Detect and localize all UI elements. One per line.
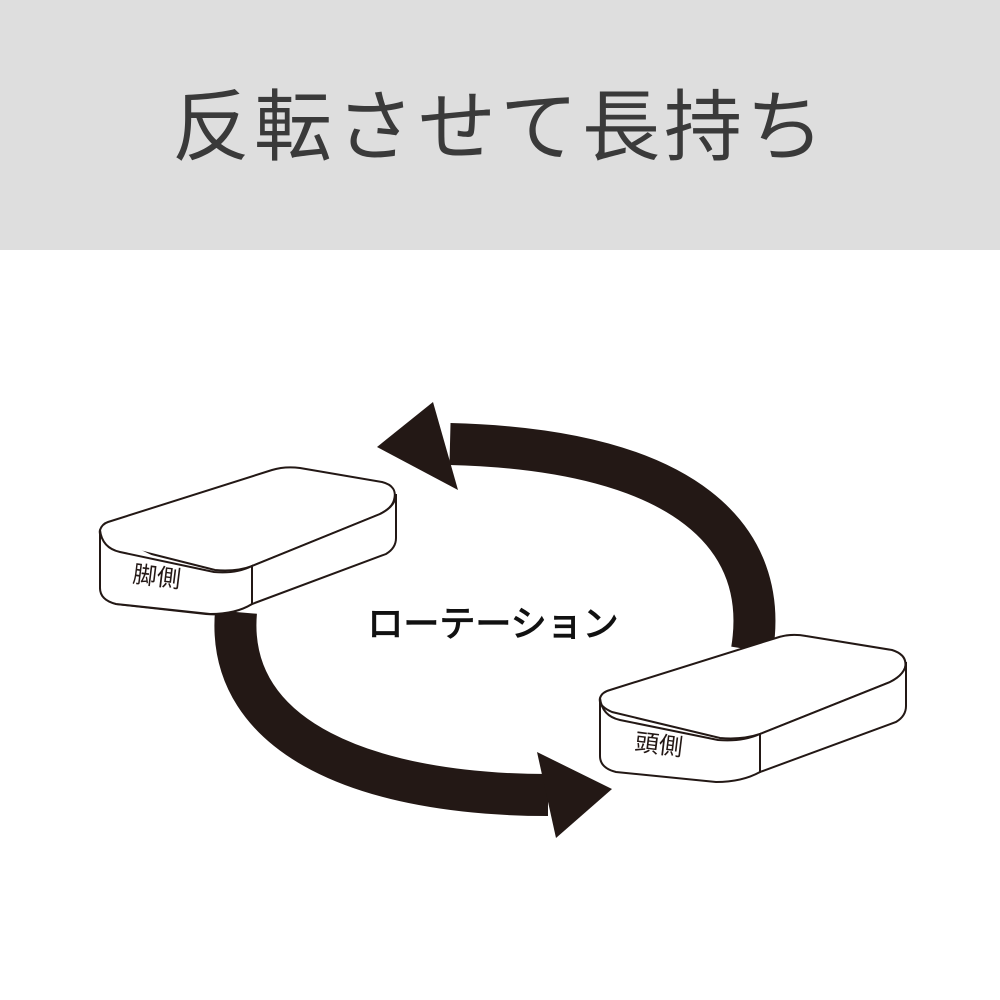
header-band: 反転させて長持ち	[0, 0, 1000, 250]
lower-arrow-shaft	[214, 610, 549, 816]
mattress-head-side-face	[759, 661, 907, 774]
mattress-foot-side: 脚側	[98, 466, 397, 616]
page-title: 反転させて長持ち	[171, 83, 828, 173]
mattress-foot-side-face	[251, 493, 397, 606]
lower-arrow-head-icon	[537, 752, 612, 838]
mattress-head-label: 頭側	[633, 728, 684, 762]
mattress-head-side: 頭側	[598, 633, 907, 784]
lower-arrow	[214, 610, 612, 838]
upper-arrow-head-icon	[377, 402, 458, 490]
upper-arrow	[377, 402, 776, 654]
mattress-foot-label: 脚側	[131, 560, 182, 594]
center-label: ローテーション	[367, 604, 618, 645]
upper-arrow-shaft	[449, 423, 776, 654]
